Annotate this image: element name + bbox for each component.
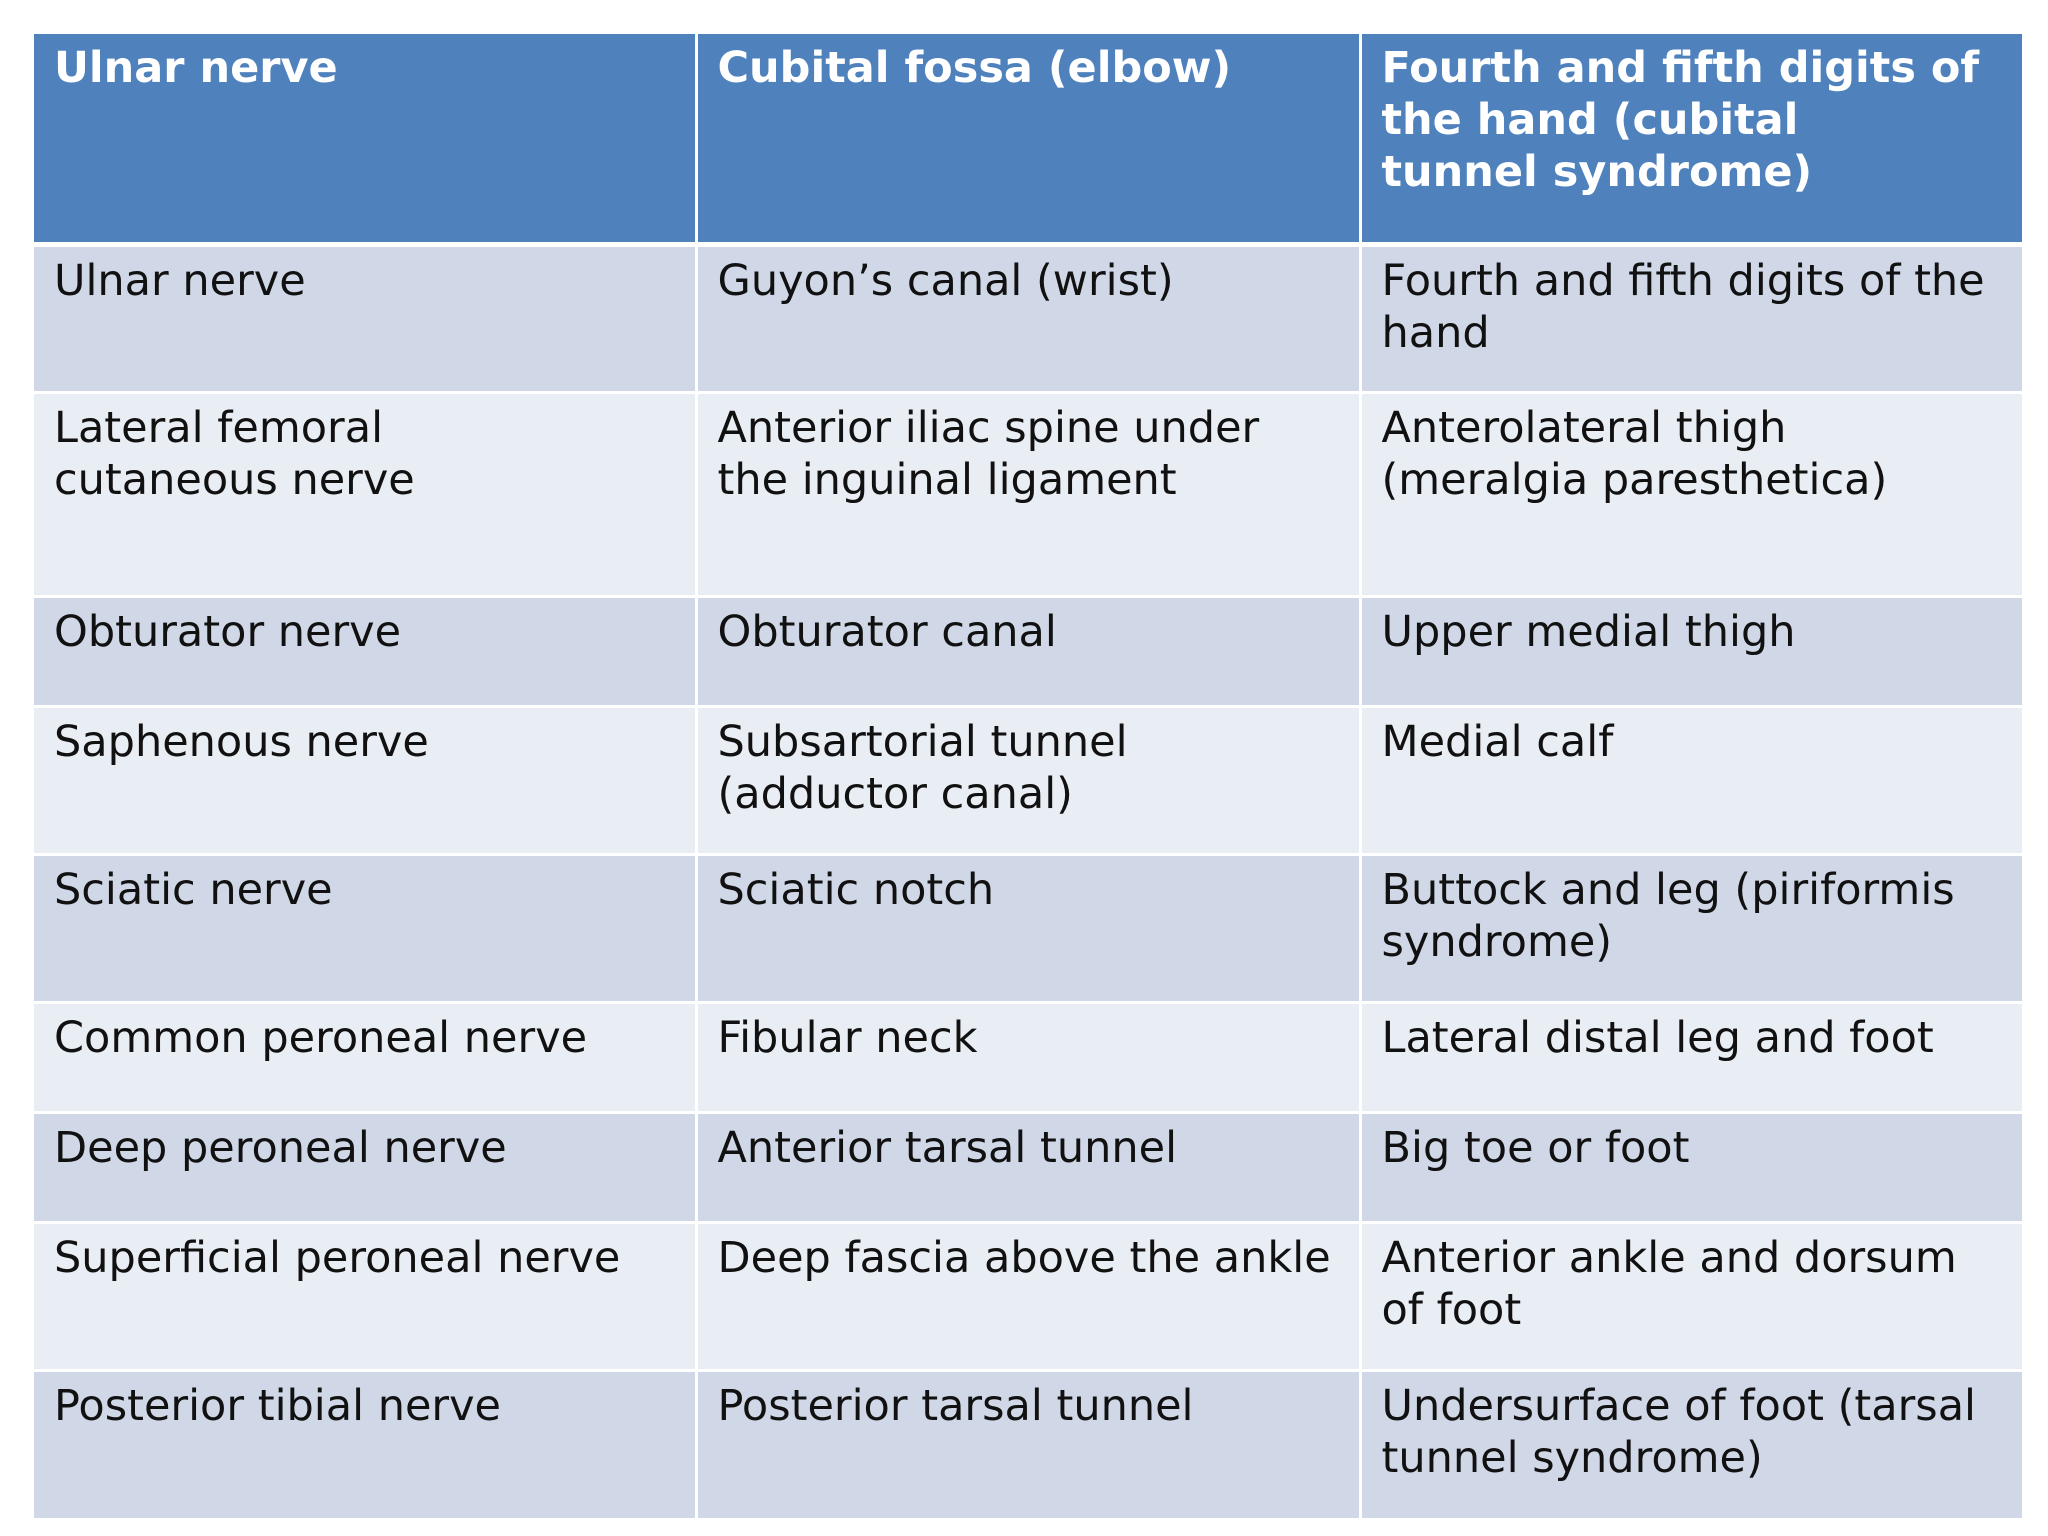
table-cell: Undersurface of foot (tarsal tunnel synd… [1358,1368,2022,1518]
table-cell: Anterior iliac spine under the inguinal … [694,390,1360,596]
table-cell: Common peroneal nerve [34,1000,696,1112]
table-cell: Sciatic nerve [34,852,696,1002]
table-cell: Buttock and leg (piriformis syndrome) [1358,852,2022,1002]
table-cell: Sciatic notch [694,852,1360,1002]
table-header-cell: Ulnar nerve [34,34,696,244]
table-row: Deep peroneal nerve Anterior tarsal tunn… [34,1110,2022,1222]
table-cell: Deep fascia above the ankle [694,1220,1360,1370]
table-cell: Posterior tibial nerve [34,1368,696,1518]
table-cell: Subsartorial tunnel (adductor canal) [694,704,1360,854]
table-row: Superficial peroneal nerve Deep fascia a… [34,1220,2022,1370]
table-row: Sciatic nerve Sciatic notch Buttock and … [34,852,2022,1002]
table-cell: Anterior ankle and dorsum of foot [1358,1220,2022,1370]
table-row: Lateral femoral cutaneous nerve Anterior… [34,390,2022,596]
table-header-cell: Fourth and fifth digits of the hand (cub… [1358,34,2022,244]
table-row: Obturator nerve Obturator canal Upper me… [34,594,2022,706]
table-row: Saphenous nerve Subsartorial tunnel (add… [34,704,2022,854]
table-cell: Upper medial thigh [1358,594,2022,706]
table-cell: Fibular neck [694,1000,1360,1112]
table-row: Posterior tibial nerve Posterior tarsal … [34,1368,2022,1518]
table-cell: Lateral femoral cutaneous nerve [34,390,696,596]
table-header-row: Ulnar nerve Cubital fossa (elbow) Fourth… [34,34,2022,244]
table-cell: Anterolateral thigh (meralgia parestheti… [1358,390,2022,596]
table-cell: Superficial peroneal nerve [34,1220,696,1370]
table-cell: Posterior tarsal tunnel [694,1368,1360,1518]
table-row: Ulnar nerve Guyon’s canal (wrist) Fourth… [34,241,2022,392]
table-cell: Guyon’s canal (wrist) [694,241,1360,392]
table-cell: Fourth and fifth digits of the hand [1358,241,2022,392]
table-row: Common peroneal nerve Fibular neck Later… [34,1000,2022,1112]
table-cell: Saphenous nerve [34,704,696,854]
table-cell: Big toe or foot [1358,1110,2022,1222]
table-header-cell: Cubital fossa (elbow) [694,34,1360,244]
table-cell: Obturator canal [694,594,1360,706]
table-cell: Anterior tarsal tunnel [694,1110,1360,1222]
table-cell: Obturator nerve [34,594,696,706]
table-cell: Lateral distal leg and foot [1358,1000,2022,1112]
nerve-entrapment-table: Ulnar nerve Cubital fossa (elbow) Fourth… [34,34,2022,1518]
table-cell: Medial calf [1358,704,2022,854]
table-cell: Ulnar nerve [34,241,696,392]
table-cell: Deep peroneal nerve [34,1110,696,1222]
